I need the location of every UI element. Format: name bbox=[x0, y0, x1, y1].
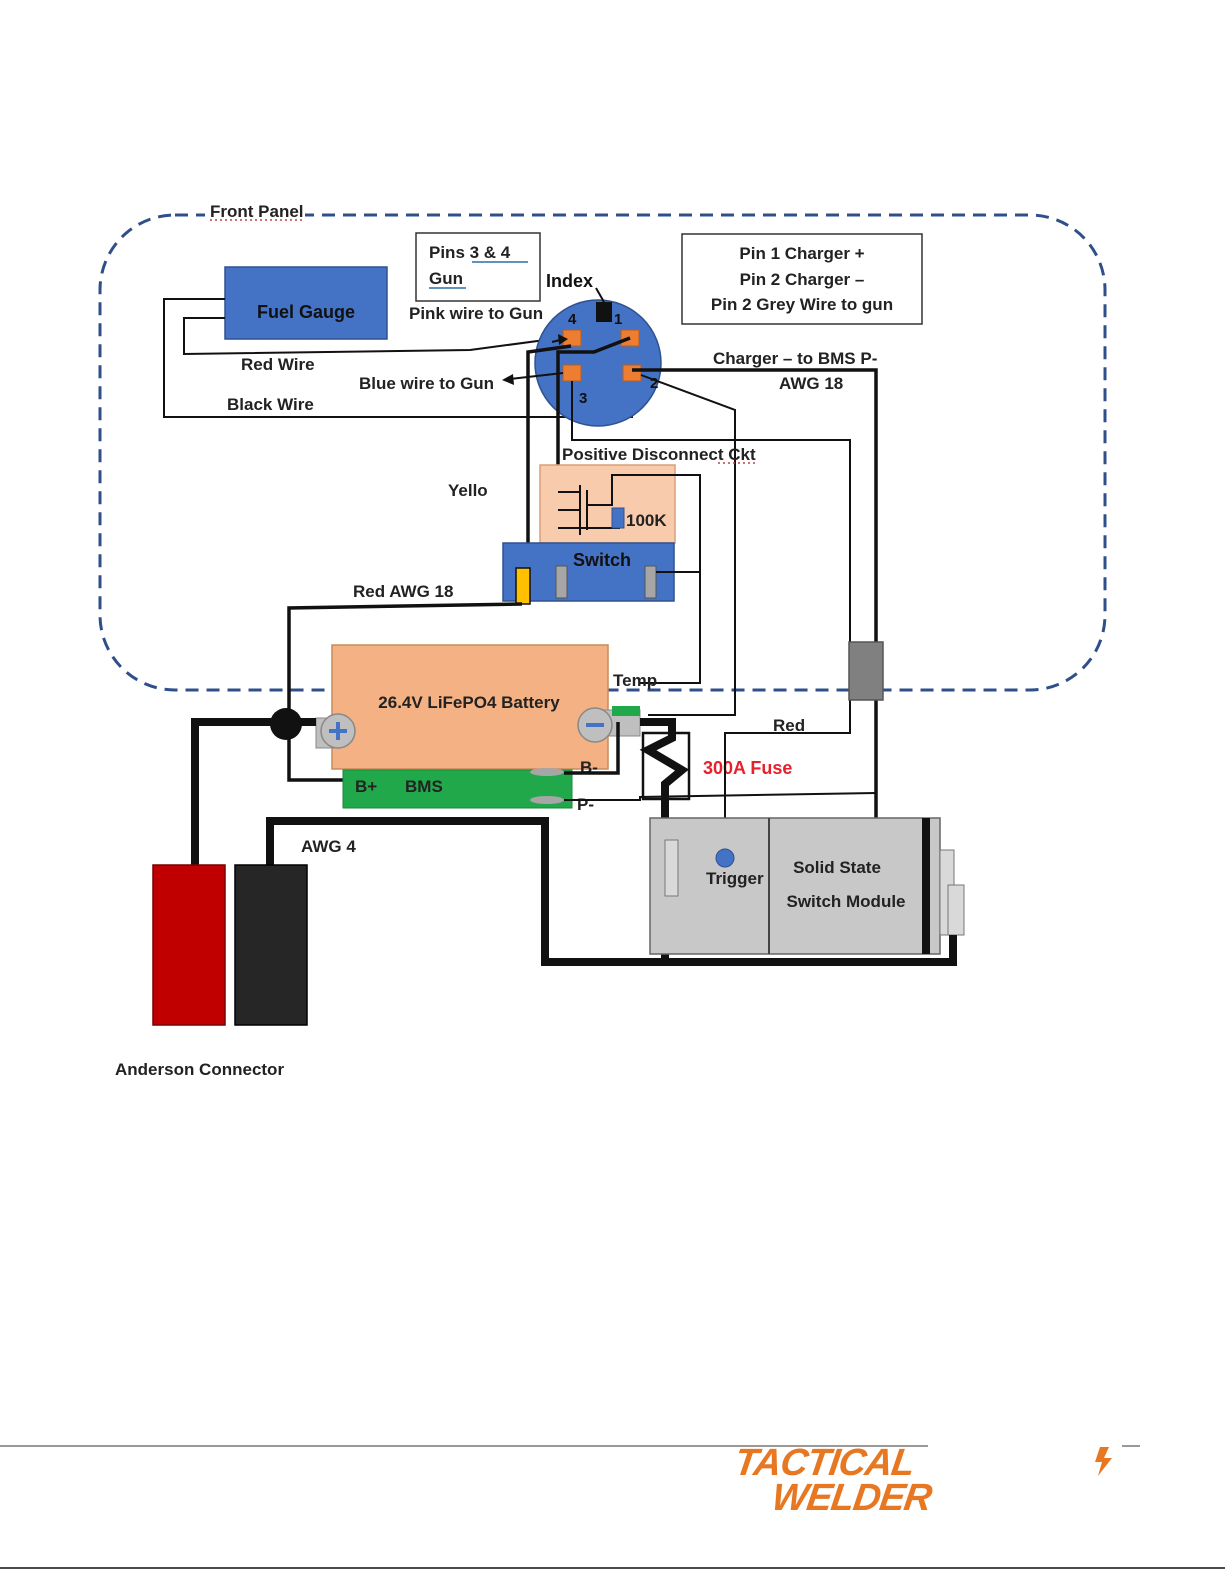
switch-terminal-yellow bbox=[515, 567, 531, 605]
pin-info-line3: Pin 2 Grey Wire to gun bbox=[711, 295, 893, 314]
bminus-wire bbox=[564, 722, 620, 775]
fuse-label: 300A Fuse bbox=[703, 758, 792, 778]
tactical-welder-logo: TACTICAL WELDER bbox=[732, 1441, 1112, 1519]
red-awg18-label: Red AWG 18 bbox=[353, 582, 453, 601]
pin3-wire bbox=[571, 381, 851, 642]
positive-awg4-cable bbox=[191, 718, 316, 865]
temp-sensor bbox=[612, 706, 640, 716]
yello-label: Yello bbox=[448, 481, 488, 500]
logo-line1: TACTICAL bbox=[732, 1441, 917, 1484]
red-label: Red bbox=[773, 716, 805, 735]
front-panel-label-bg bbox=[205, 200, 305, 222]
pink-arrow-head bbox=[558, 334, 568, 345]
fuel-gauge bbox=[224, 266, 388, 340]
index-key bbox=[596, 302, 612, 322]
front-panel-boundary bbox=[98, 213, 1107, 692]
logo-line2: WELDER bbox=[769, 1476, 935, 1519]
index-pointer bbox=[595, 287, 605, 303]
positive-junction bbox=[270, 708, 302, 740]
black-wire-label: Black Wire bbox=[227, 395, 314, 414]
lightning-bolt-icon bbox=[1095, 1447, 1112, 1476]
battery-label: 26.4V LiFePO4 Battery bbox=[378, 693, 560, 712]
awg4-label: AWG 4 bbox=[301, 837, 356, 856]
switch-to-temp-wire bbox=[640, 571, 701, 684]
red-trigger-wire bbox=[724, 700, 851, 858]
pin-3-label: 3 bbox=[579, 390, 587, 407]
trigger-label: Trigger bbox=[706, 869, 764, 888]
resistor-label: 100K bbox=[626, 511, 667, 530]
pin-info-box bbox=[681, 233, 923, 325]
resistor-100k bbox=[611, 507, 625, 529]
fuel-gauge-label: Fuel Gauge bbox=[257, 302, 355, 322]
pin-3-pad bbox=[562, 364, 582, 382]
blue-wire-label: Blue wire to Gun bbox=[359, 374, 494, 393]
pin4-yellow-wire bbox=[526, 344, 572, 575]
gate-wire bbox=[587, 474, 701, 572]
switch-terminal-right bbox=[644, 565, 657, 599]
red-awg18-wire bbox=[287, 602, 523, 782]
awg18-label: AWG 18 bbox=[779, 374, 843, 393]
anderson-red bbox=[152, 864, 226, 1026]
negative-awg4-cable bbox=[266, 817, 957, 966]
charger-bms-label: Charger – to BMS P- bbox=[713, 349, 877, 368]
red-wire bbox=[183, 317, 561, 356]
pin-2-label: 2 bbox=[650, 375, 658, 392]
ssm-right-tab-2 bbox=[947, 884, 965, 936]
switch-label: Switch bbox=[573, 550, 631, 570]
battery bbox=[331, 644, 609, 770]
ssm-left-tab bbox=[664, 839, 679, 897]
pminus-label: P- bbox=[577, 795, 594, 814]
pins-note-line2: Gun bbox=[429, 269, 463, 288]
pminus-wire bbox=[564, 792, 877, 801]
anderson-label: Anderson Connector bbox=[115, 1060, 284, 1079]
anderson-black bbox=[234, 864, 308, 1026]
pins-note-box bbox=[415, 232, 541, 302]
pin-4-label: 4 bbox=[568, 311, 577, 328]
fuse-link bbox=[639, 718, 689, 960]
pink-wire-label: Pink wire to Gun bbox=[409, 304, 543, 323]
bms-label: BMS bbox=[405, 777, 443, 796]
pin-1-label: 1 bbox=[614, 311, 622, 328]
index-label: Index bbox=[546, 271, 593, 291]
front-panel-label: Front Panel bbox=[210, 202, 304, 221]
blue-wire-arrow-line bbox=[509, 372, 564, 380]
pin-info-line1: Pin 1 Charger + bbox=[739, 244, 864, 263]
inline-connector bbox=[848, 641, 884, 701]
pin-2-pad bbox=[622, 364, 642, 382]
switch-terminal-middle bbox=[555, 565, 568, 599]
ssm-label-line1: Solid State bbox=[793, 858, 881, 877]
blue-arrow-head bbox=[502, 374, 514, 385]
temp-label: Temp bbox=[613, 671, 657, 690]
red-wire-label: Red Wire bbox=[241, 355, 315, 374]
pminus-pad bbox=[530, 796, 564, 804]
pins-note-line1: Pins 3 & 4 bbox=[429, 243, 511, 262]
bplus-label: B+ bbox=[355, 777, 377, 796]
positive-disconnect-label: Positive Disconnect Ckt bbox=[562, 445, 756, 464]
ssm-label-line2: Switch Module bbox=[787, 892, 906, 911]
pin-info-line2: Pin 2 Charger – bbox=[740, 270, 865, 289]
solid-state-switch-module bbox=[649, 817, 941, 955]
trigger-terminal bbox=[715, 848, 735, 868]
bminus-pad bbox=[530, 768, 564, 776]
pin2-grey-wire bbox=[640, 374, 736, 716]
pin1-charger-wire bbox=[556, 336, 631, 575]
